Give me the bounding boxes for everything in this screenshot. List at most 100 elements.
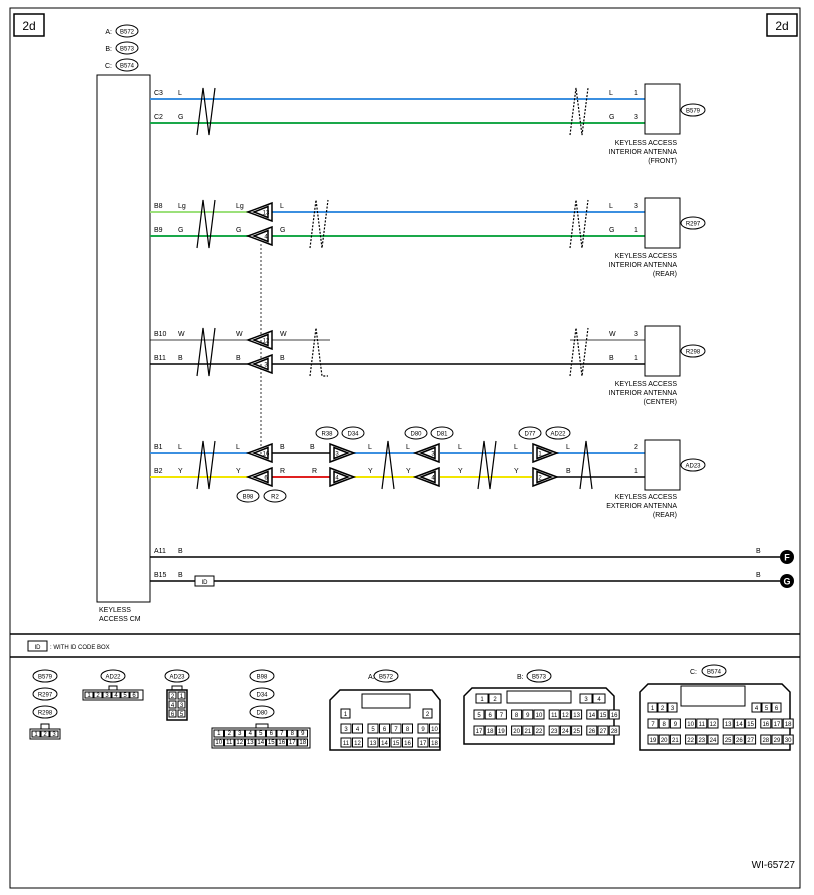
component-conn: AD23 — [685, 464, 701, 470]
svg-text:1: 1 — [634, 227, 638, 234]
tag-d80: D80 — [410, 432, 422, 438]
svg-text:Y: Y — [514, 468, 519, 475]
svg-text:L: L — [280, 203, 284, 210]
twist-mark — [196, 199, 216, 249]
twist-mark — [579, 440, 593, 490]
cm-pin: B9 — [154, 227, 163, 234]
svg-text:INTERIOR ANTENNA: INTERIOR ANTENNA — [609, 262, 678, 269]
antenna-rear-box — [644, 197, 681, 249]
connector-pin-label: 22 — [536, 729, 543, 735]
cm-name-line1: KEYLESS — [99, 607, 131, 614]
svg-text:KEYLESS ACCESS: KEYLESS ACCESS — [615, 140, 678, 147]
connector-pin — [245, 738, 256, 747]
connector-pin — [751, 702, 762, 713]
figure-id: WI-65727 — [752, 860, 796, 871]
wire-color: B — [178, 355, 183, 362]
svg-text:Y: Y — [406, 468, 411, 475]
svg-text:5: 5 — [180, 712, 184, 718]
svg-text:5: 5 — [123, 693, 127, 699]
connector-pin-label: 26 — [736, 738, 743, 744]
connector-pin-label: 18 — [487, 729, 494, 735]
legend-id-box — [27, 640, 48, 652]
connector-pin-label: 7 — [500, 713, 504, 719]
svg-text:W: W — [609, 331, 616, 338]
twist-mark — [569, 87, 589, 136]
svg-text:ID: ID — [202, 580, 209, 586]
connector-pin-label: 17 — [774, 722, 781, 728]
connector-pin — [522, 725, 534, 736]
svg-text:3: 3 — [105, 693, 109, 699]
connector-pin-label: 11 — [343, 741, 350, 747]
antenna-front-box — [644, 83, 681, 135]
connector-pin-label: 6 — [775, 706, 779, 712]
component-conn: R297 — [686, 222, 701, 228]
connector-arrow — [245, 329, 273, 351]
svg-text:3: 3 — [180, 703, 184, 709]
connector-pin-label: 14 — [257, 740, 264, 746]
connector-pin — [533, 709, 545, 720]
connector-pin-label: 16 — [278, 740, 285, 746]
twist-mark — [196, 87, 216, 136]
svg-text:(CENTER): (CENTER) — [644, 399, 677, 406]
svg-text:B: B — [280, 355, 285, 362]
connector-pin — [761, 702, 772, 713]
connector-pin-label: 1 — [651, 706, 655, 712]
cm-conn-id-c: B574 — [120, 64, 135, 70]
svg-text:3: 3 — [335, 452, 339, 458]
svg-text:4: 4 — [171, 703, 175, 709]
svg-text:B: B — [280, 444, 285, 451]
connector-pin-label: 15 — [393, 741, 400, 747]
connector-pin — [771, 702, 782, 713]
cm-pin: B2 — [154, 468, 163, 475]
svg-text:B:: B: — [517, 674, 524, 681]
svg-text:D80: D80 — [256, 711, 268, 717]
connector-pin-label: 17 — [420, 741, 427, 747]
connector-pin-label: 4 — [755, 706, 759, 712]
connector-pin-label: 14 — [588, 713, 595, 719]
connector-pin — [402, 723, 413, 734]
connector-pin — [647, 734, 659, 745]
svg-text:2: 2 — [96, 693, 100, 699]
wire-color: B — [178, 548, 183, 555]
connector-pin — [429, 723, 440, 734]
connector-pin-label: 9 — [301, 731, 305, 737]
wires — [150, 98, 780, 582]
svg-text:F: F — [784, 553, 790, 563]
connector-pin — [367, 737, 379, 748]
connector-pin — [733, 734, 745, 745]
connector-pin — [533, 725, 545, 736]
connector-pin-label: 27 — [600, 729, 607, 735]
page-code-box-right — [766, 13, 798, 37]
connector-pin — [484, 725, 496, 736]
svg-text:1: 1 — [634, 90, 638, 97]
connector-pin-label: 12 — [236, 740, 243, 746]
connector-pin-label: 12 — [354, 741, 361, 747]
connector-pin-label: 21 — [524, 729, 531, 735]
connector-pin — [511, 709, 523, 720]
svg-text:16: 16 — [263, 452, 270, 458]
svg-text:Lg: Lg — [236, 203, 244, 210]
connector-pin-label: 1 — [217, 731, 221, 737]
connector-pin — [234, 738, 245, 747]
connector-pin-label: 12 — [710, 722, 717, 728]
connector-pin — [224, 738, 235, 747]
page-frame — [9, 7, 801, 889]
connector-pin — [511, 725, 523, 736]
connector-pin-label: 10 — [536, 713, 543, 719]
connector-pin — [592, 693, 606, 704]
connector-pin — [266, 738, 277, 747]
cm-conn-id-b: B573 — [120, 47, 135, 53]
svg-text:L: L — [609, 90, 613, 97]
svg-text:3: 3 — [52, 732, 56, 738]
twist-mark — [196, 327, 216, 377]
tag-d77: D77 — [524, 432, 536, 438]
twist-mark — [309, 327, 328, 377]
svg-text:Y: Y — [236, 468, 241, 475]
legend-text: : WITH ID CODE BOX — [50, 645, 110, 651]
wire-color: L — [178, 90, 182, 97]
connector-pin — [352, 737, 363, 748]
wire-color: L — [178, 444, 182, 451]
connector-pin-label: 25 — [573, 729, 580, 735]
